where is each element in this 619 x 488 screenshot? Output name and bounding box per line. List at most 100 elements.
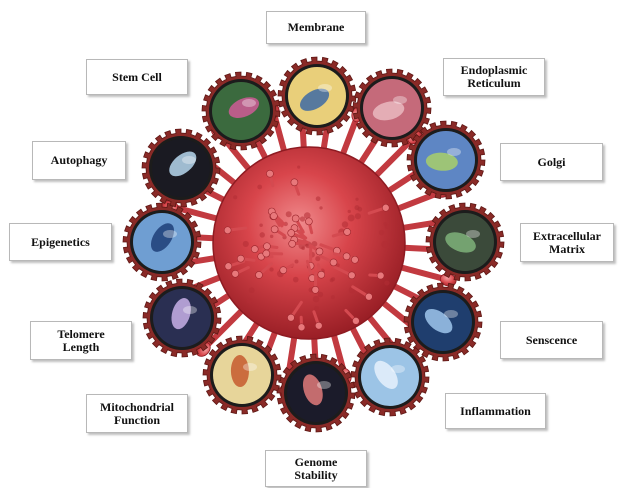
surface-spike-head (290, 178, 299, 187)
badge-illustration (150, 223, 175, 252)
surface-spike-head (287, 313, 295, 322)
surface-texture-dot (297, 165, 301, 169)
surface-spike-head (314, 321, 323, 330)
extracellular-matrix-icon (425, 202, 505, 282)
endoplasmic-reticulum-icon (352, 68, 432, 148)
surface-spike-head (223, 226, 232, 235)
badge-illustration (171, 298, 191, 330)
virus-inner-spikes (223, 169, 390, 332)
surface-texture-dot (269, 234, 274, 239)
surface-spike-head (266, 169, 274, 178)
surface-texture-dot (257, 184, 263, 190)
surface-spike-head (255, 271, 263, 279)
autophagy-icon (141, 128, 221, 208)
surface-spike-head (381, 203, 390, 212)
badge-highlight (393, 96, 407, 104)
surface-spike-head (342, 252, 351, 261)
genome-stability-icon (276, 353, 356, 433)
surface-texture-dot (354, 213, 361, 220)
badge-illustration (425, 152, 458, 171)
surface-texture-dot (315, 196, 321, 202)
icon-ring (122, 56, 505, 433)
surface-spike-head (224, 262, 233, 271)
badge-illustration (372, 101, 405, 121)
surface-spike-head (287, 229, 296, 237)
badge-highlight (183, 306, 197, 314)
senescence-icon (403, 282, 483, 362)
surface-spike-head (343, 228, 351, 236)
surface-texture-dot (330, 295, 335, 300)
badge-illustration (230, 355, 249, 388)
surface-texture-dot (233, 195, 238, 200)
surface-spike-head (279, 266, 288, 274)
surface-spike-head (376, 271, 385, 280)
surface-texture-dot (347, 214, 355, 222)
surface-texture-dot (378, 229, 385, 236)
label-mitochondrial-function: Mitochondrial Function (86, 394, 188, 433)
mitochondrial-function-icon (202, 335, 282, 415)
label-stem-cell: Stem Cell (86, 59, 188, 95)
surface-spike-head (352, 317, 360, 325)
label-senescence: Senscence (500, 321, 603, 359)
surface-spike-head (365, 292, 373, 301)
badge-illustration (424, 308, 453, 334)
surface-spike-head (231, 269, 240, 278)
surface-spike-head (329, 258, 338, 267)
surface-texture-dot (384, 280, 390, 286)
badge-highlight (317, 381, 331, 389)
surface-spike-head (288, 239, 296, 248)
surface-spike-head (297, 323, 306, 332)
label-membrane: Membrane (266, 11, 366, 44)
surface-texture-dot (312, 295, 320, 303)
label-autophagy: Autophagy (32, 141, 126, 180)
badge-illustration (228, 97, 260, 118)
surface-texture-dot (285, 211, 292, 218)
badge-illustration (445, 232, 476, 253)
stem-cell-icon (201, 71, 281, 151)
surface-texture-dot (269, 267, 274, 272)
badge-highlight (243, 363, 257, 371)
label-epigenetics: Epigenetics (9, 223, 112, 261)
surface-spike-head (270, 225, 279, 234)
surface-spike-head (317, 270, 326, 279)
label-telomere-length: Telomere Length (30, 321, 132, 360)
badge-highlight (466, 230, 480, 238)
surface-texture-dot (292, 276, 299, 283)
surface-texture-dot (330, 277, 336, 282)
surface-texture-dot (299, 216, 306, 222)
membrane-icon (277, 56, 357, 136)
surface-texture-dot (315, 256, 321, 262)
surface-texture-dot (355, 197, 359, 201)
surface-spike-head (351, 255, 359, 264)
telomere-length-icon (142, 278, 222, 358)
badge-illustration (299, 88, 330, 111)
badge-highlight (391, 365, 405, 373)
badge-highlight (242, 99, 256, 107)
surface-texture-dot (246, 297, 253, 304)
surface-spike-head (311, 286, 320, 294)
badge-highlight (318, 84, 332, 92)
surface-texture-dot (341, 221, 349, 228)
label-golgi: Golgi (500, 143, 603, 181)
inflammation-icon (350, 337, 430, 417)
surface-texture-dot (317, 291, 324, 298)
surface-texture-dot (319, 206, 323, 210)
surface-spike-head (291, 214, 300, 223)
surface-spike-head (263, 242, 271, 251)
surface-texture-dot (383, 221, 388, 226)
badge-highlight (447, 148, 461, 156)
surface-spike-head (347, 271, 356, 280)
surface-texture-dot (294, 259, 299, 264)
surface-spike-head (236, 254, 245, 263)
label-inflammation: Inflammation (445, 393, 546, 429)
epigenetics-icon (122, 202, 202, 282)
badge-highlight (163, 230, 177, 238)
surface-texture-dot (314, 306, 320, 311)
surface-texture-dot (335, 263, 340, 268)
surface-texture-dot (242, 240, 249, 248)
badge-illustration (169, 151, 197, 177)
badge-highlight (182, 156, 196, 164)
surface-spike-head (270, 212, 278, 220)
